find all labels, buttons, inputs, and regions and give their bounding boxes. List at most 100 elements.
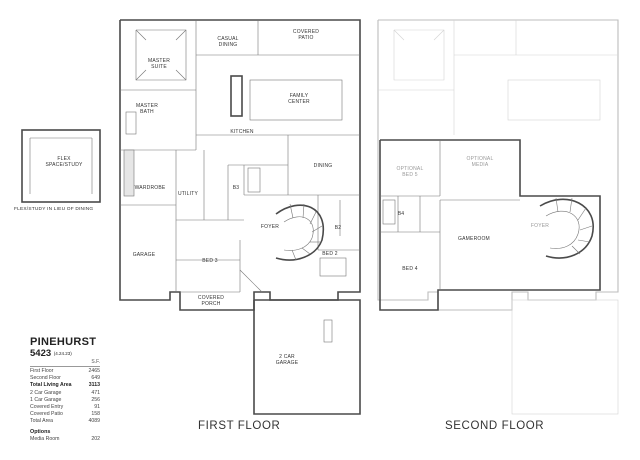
second-floor-ghost-outline — [377, 19, 619, 311]
flex-inset-caption: FLEX/STUDY IN LIEU OF DINING — [14, 207, 94, 212]
label-2-car-garage-1: 2 CAR — [279, 354, 295, 360]
label-covered-patio-1: COVERED — [293, 29, 319, 35]
label-casual-dining-1: CASUAL — [217, 36, 238, 42]
rows-label: Total Living Area — [30, 382, 72, 389]
two-car-garage-wall — [253, 299, 361, 415]
options-value: 202 — [91, 435, 100, 442]
label-covered-porch-1: COVERED — [198, 295, 224, 301]
second-floor-title: SECOND FLOOR — [445, 420, 545, 432]
rows-label: First Floor — [30, 368, 54, 375]
rows-row: First Floor 2465 — [30, 368, 100, 375]
label-b4: B4 — [398, 211, 405, 217]
wardrobe-shelving — [123, 149, 135, 197]
label-second-foyer: FOYER — [531, 223, 549, 229]
second-floor-curved-stair — [539, 197, 594, 259]
label-master-bath-1: MASTER — [136, 103, 158, 109]
family-center-ceiling — [249, 79, 343, 121]
rows-label: Second Floor — [30, 375, 61, 382]
rows-row: Covered Entry 91 — [30, 404, 100, 411]
label-master-bath-2: BATH — [140, 109, 154, 115]
label-flex-2: SPACE/STUDY — [45, 162, 83, 168]
flex-space-walls — [21, 129, 101, 203]
kitchen-island — [230, 75, 243, 117]
first-floor-interior-walls — [120, 20, 360, 293]
label-flex-1: FLEX — [57, 156, 71, 162]
plan-number-line: 5423 (4.24.23) — [30, 348, 100, 359]
rows-row: Second Floor 649 — [30, 375, 100, 382]
rows-value: 471 — [91, 389, 100, 396]
label-covered-patio-2: PATIO — [298, 35, 313, 41]
first-floor-outer-wall — [119, 19, 361, 311]
label-master-suite-1: MASTER — [148, 58, 170, 64]
rows-value: 2465 — [88, 368, 100, 375]
second-floor-outer-wall — [379, 139, 601, 311]
rows-label: 1 Car Garage — [30, 396, 62, 403]
label-bed-4: BED 4 — [402, 266, 417, 272]
plan-info-panel: PINEHURST 5423 (4.24.23) S.F. First Floo… — [30, 337, 100, 443]
label-optional-media-2: MEDIA — [472, 162, 489, 168]
sf-column-header: S.F. — [30, 359, 100, 368]
rows-value: 158 — [91, 411, 100, 418]
options-label: Media Room — [30, 435, 60, 442]
label-dining: DINING — [314, 163, 333, 169]
label-2-car-garage-2: GARAGE — [276, 360, 299, 366]
label-optional-media-1: OPTIONAL — [467, 156, 494, 162]
options-row: Media Room 202 — [30, 436, 100, 443]
rows-value: 256 — [91, 396, 100, 403]
label-wardrobe: WARDROBE — [135, 185, 166, 191]
rows-label: 2 Car Garage — [30, 389, 62, 396]
b2-tub — [319, 257, 347, 277]
label-master-suite-2: SUITE — [151, 64, 167, 70]
label-gameroom: GAMEROOM — [458, 236, 490, 242]
second-floor-ghost-details — [378, 20, 619, 415]
b4-tub — [382, 199, 396, 225]
label-optional-bed5-2: BED 5 — [402, 172, 417, 178]
label-garage: GARAGE — [133, 252, 156, 258]
label-kitchen: KITCHEN — [230, 129, 254, 135]
options-table: Media Room 202 — [30, 436, 100, 443]
label-covered-porch-2: PORCH — [201, 301, 220, 307]
rows-value: 91 — [94, 404, 100, 411]
first-floor-title: FIRST FLOOR — [198, 420, 281, 432]
plan-number: 5423 — [30, 348, 52, 360]
options-title: Options — [30, 428, 51, 435]
label-family-center-2: CENTER — [288, 99, 310, 105]
rows-row: Covered Patio 158 — [30, 411, 100, 418]
label-family-center-1: FAMILY — [290, 93, 309, 99]
label-bed-3: BED 3 — [202, 258, 217, 264]
first-floor-curved-stair — [275, 203, 325, 261]
rows-row: 1 Car Garage 256 — [30, 397, 100, 404]
label-b3: B3 — [233, 185, 240, 191]
garage-car-marker — [323, 319, 333, 343]
label-foyer: FOYER — [261, 224, 279, 230]
rows-value: 649 — [91, 375, 100, 382]
label-optional-bed5-1: OPTIONAL — [397, 166, 424, 172]
rows-label: Covered Patio — [30, 411, 63, 418]
rows-label: Total Area — [30, 418, 54, 425]
rows-row: 2 Car Garage 471 — [30, 390, 100, 397]
master-bath-tub — [125, 111, 137, 135]
label-b2: B2 — [335, 225, 342, 231]
second-floor-interior-walls — [380, 140, 520, 290]
rows-label: Covered Entry — [30, 404, 64, 411]
